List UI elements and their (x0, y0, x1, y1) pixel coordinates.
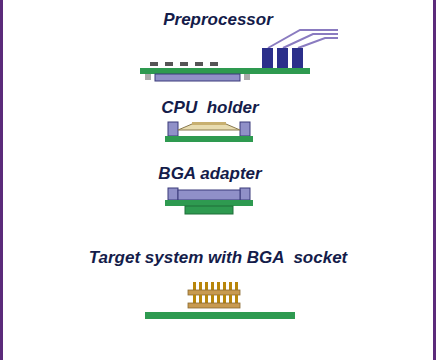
part-label: CPU holder (161, 98, 258, 118)
part-label: Target system with BGA socket (89, 248, 348, 268)
part-label: Preprocessor (163, 10, 273, 30)
preprocessor-board (140, 30, 338, 81)
bga-adapter (165, 188, 253, 214)
cpu-holder (165, 122, 253, 142)
frame-border (433, 0, 436, 360)
frame-border (0, 0, 3, 360)
part-label: BGA adapter (158, 164, 261, 184)
target-board (145, 282, 295, 319)
